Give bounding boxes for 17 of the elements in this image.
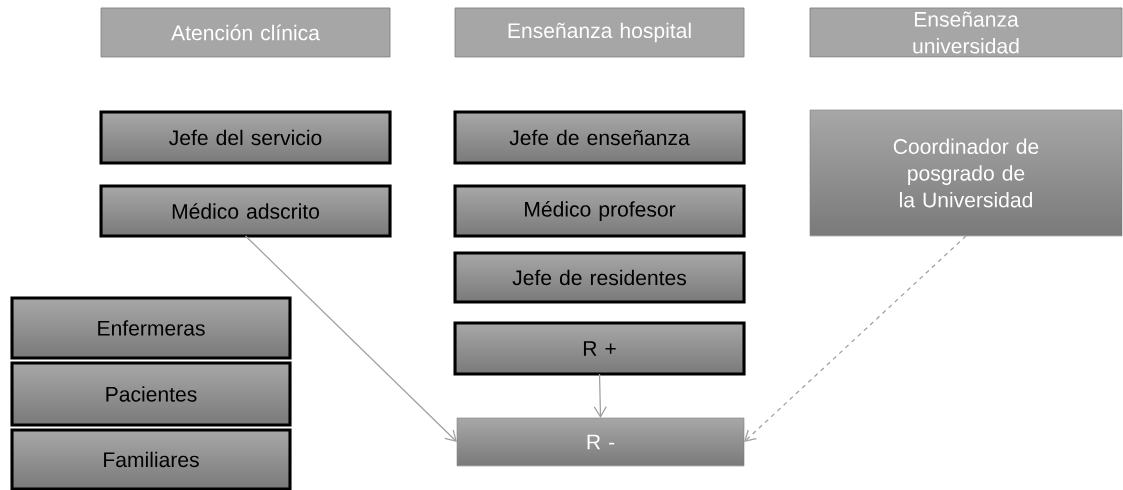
column-header: Atención clínica	[100, 7, 391, 58]
role-box: Médico profesor	[453, 184, 746, 238]
role-box: Médico adscrito	[99, 184, 392, 238]
arrow	[593, 373, 607, 418]
role-box: Pacientes	[10, 361, 292, 427]
role-box: Jefe de residentes	[453, 251, 746, 304]
role-box: R -	[456, 417, 745, 467]
role-box: Familiares	[10, 428, 292, 490]
role-box: Jefe de enseñanza	[453, 110, 746, 165]
column-header: Enseñanza hospital	[454, 7, 745, 58]
role-box: Enfermeras	[10, 296, 292, 360]
arrow	[744, 235, 967, 442]
arrow	[244, 235, 458, 442]
column-header: Enseñanza universidad	[809, 7, 1123, 58]
role-box: Jefe del servicio	[99, 110, 392, 165]
role-box: Coordinador de posgrado de la Universidad	[809, 109, 1123, 237]
role-box: R +	[453, 321, 746, 376]
